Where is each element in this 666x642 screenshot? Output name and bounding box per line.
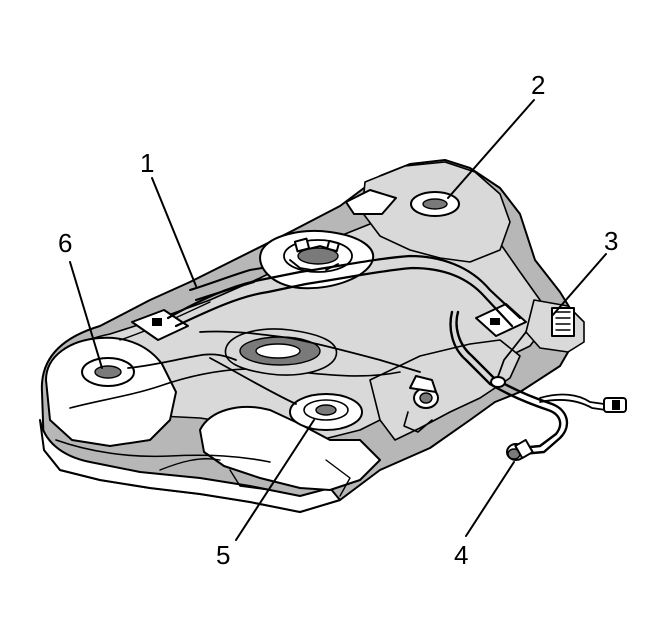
tank-left-hump xyxy=(45,336,177,447)
module-6 xyxy=(81,357,135,387)
tank-contour-2 xyxy=(55,439,271,463)
tank-contour-6 xyxy=(325,459,351,497)
callouts: 1 2 3 4 5 6 xyxy=(58,70,618,570)
leader-line-5 xyxy=(235,419,315,541)
callout-1: 1 xyxy=(140,148,154,178)
callout-5: 5 xyxy=(216,540,230,570)
component-3 xyxy=(490,299,585,388)
leader-line-6 xyxy=(69,261,103,369)
tank-contour-5 xyxy=(229,469,271,491)
leader-line-2 xyxy=(447,99,535,199)
tank-contour-1 xyxy=(69,368,401,409)
callout-2: 2 xyxy=(531,70,545,100)
tank-contour-4 xyxy=(159,458,221,471)
leader-line-1 xyxy=(151,177,197,287)
center-pad xyxy=(224,328,338,376)
callout-3: 3 xyxy=(604,226,618,256)
filler-port xyxy=(403,375,439,433)
leader-lines xyxy=(69,99,607,541)
callout-4: 4 xyxy=(454,540,468,570)
straps-and-lines xyxy=(127,254,522,405)
leader-line-4 xyxy=(465,461,515,537)
connector-4 xyxy=(506,438,534,461)
leader-line-3 xyxy=(551,253,607,317)
fuel-lines xyxy=(449,310,627,461)
module-5 xyxy=(289,393,363,431)
callout-6: 6 xyxy=(58,228,72,258)
tank-center-lobe xyxy=(199,406,381,491)
